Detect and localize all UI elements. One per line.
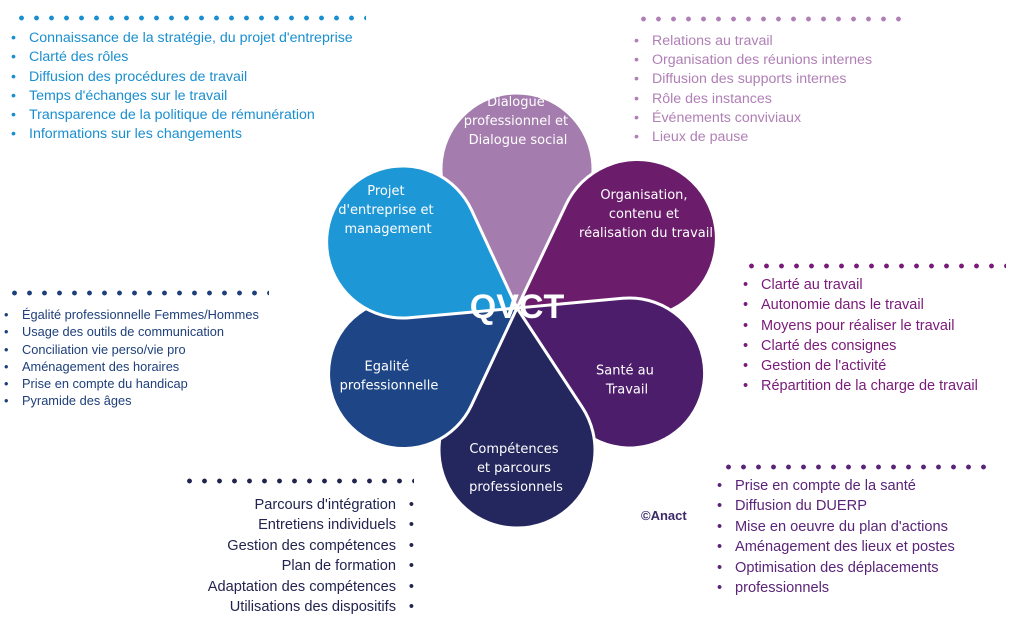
list-item: Entretiens individuels (208, 515, 414, 536)
list-item: Optimisation des déplacements (717, 558, 955, 579)
qvct-center-label: QVCT (470, 288, 565, 326)
list-item: Répartition de la charge de travail (743, 376, 978, 397)
list-item: Prise en compte du handicap (4, 375, 259, 393)
petal-organisation-line-3: réalisation du travail (579, 226, 713, 241)
list-competences: Parcours d'intégration Entretiens indivi… (208, 495, 414, 617)
list-item: Diffusion des supports internes (634, 70, 872, 89)
list-item: Diffusion des procédures de travail (11, 68, 353, 88)
petal-organisation-line-1: Organisation, (600, 188, 687, 203)
petal-organisation-label: Organisation, contenu et réalisation du … (579, 188, 713, 241)
list-item: Temps d'échanges sur le travail (11, 87, 353, 107)
dotted-separator-sante (721, 464, 987, 470)
petal-dialogue-line-3: Dialogue social (469, 133, 568, 148)
list-item: Usage des outils de communication (4, 323, 259, 341)
list-item: Parcours d'intégration (208, 495, 414, 516)
petal-sante-line-1: Santé au (596, 364, 654, 379)
list-item: Clarté des consignes (743, 336, 978, 357)
list-item: Organisation des réunions internes (634, 51, 872, 70)
petal-projet-shape (325, 164, 520, 320)
list-item: Gestion des compétences (208, 536, 414, 557)
list-organisation: Clarté au travail Autonomie dans le trav… (743, 275, 978, 397)
petal-sante[interactable]: Santé au Travail (514, 296, 707, 450)
list-item: Prise en compte de la santé (717, 476, 955, 497)
list-item: Clarté au travail (743, 275, 978, 296)
petal-dialogue-label: Dialogue professionnel et Dialogue socia… (464, 95, 572, 148)
list-item: professionnels (717, 578, 955, 599)
petal-egalite-line-2: professionnelle (340, 379, 439, 394)
list-item: Connaissance de la stratégie, du projet … (11, 29, 353, 49)
petal-projet-line-2: d'entreprise et (338, 203, 433, 218)
petal-dialogue-line-1: Dialogue (487, 95, 545, 110)
petal-competences-label: Compétences et parcours professionnels (469, 442, 563, 495)
petals-group: Dialogue professionnel et Dialogue socia… (325, 91, 718, 530)
petal-competences-shape (437, 305, 597, 530)
list-item: Événements conviviaux (634, 109, 872, 128)
petal-egalite-line-1: Egalité (365, 360, 410, 375)
list-item: Rôle des instances (634, 90, 872, 109)
list-item: Gestion de l'activité (743, 356, 978, 377)
list-item: Pyramide des âges (4, 392, 259, 410)
petal-projet-line-1: Projet (367, 184, 404, 199)
list-item: Égalité professionnelle Femmes/Hommes (4, 306, 259, 324)
list-item: Clarté des rôles (11, 48, 353, 68)
list-item: Moyens pour réaliser le travail (743, 316, 978, 337)
list-item: Adaptation des compétences (208, 577, 414, 598)
list-item: Relations au travail (634, 32, 872, 51)
petal-projet-line-3: management (344, 222, 431, 237)
list-item: Utilisations des dispositifs (208, 597, 415, 617)
petal-competences-line-3: professionnels (469, 480, 563, 495)
list-item: Diffusion du DUERP (717, 496, 955, 517)
list-item: Aménagement des horaires (4, 358, 259, 376)
petal-organisation[interactable]: Organisation, contenu et réalisation du … (514, 157, 718, 319)
dotted-separator-egalite (7, 290, 269, 296)
petal-sante-line-2: Travail (605, 383, 648, 398)
list-item: Conciliation vie perso/vie pro (4, 341, 259, 359)
petal-organisation-line-2: contenu et (609, 207, 679, 222)
petal-organisation-shape (514, 157, 718, 319)
list-item: Plan de formation (208, 556, 415, 577)
list-item: Transparence de la politique de rémunéra… (11, 106, 353, 126)
dotted-separator-relations (636, 16, 904, 22)
petal-dialogue[interactable]: Dialogue professionnel et Dialogue socia… (439, 91, 595, 311)
petal-egalite-label: Egalité professionnelle (340, 360, 439, 394)
list-item: Informations sur les changements (11, 125, 353, 145)
petal-dialogue-shape (439, 91, 595, 311)
dotted-separator-competences (182, 478, 414, 484)
list-sante: Prise en compte de la santé Diffusion du… (717, 476, 955, 599)
list-egalite: Égalité professionnelle Femmes/Hommes Us… (4, 306, 259, 410)
petal-projet-label: Projet d'entreprise et management (338, 184, 438, 237)
list-item: Lieux de pause (634, 128, 872, 147)
petal-competences[interactable]: Compétences et parcours professionnels (437, 305, 597, 530)
list-item: Autonomie dans le travail (743, 295, 978, 316)
petal-projet[interactable]: Projet d'entreprise et management (325, 164, 520, 320)
list-item: Mise en oeuvre du plan d'actions (717, 517, 955, 538)
petal-competences-line-2: et parcours (477, 461, 551, 476)
dotted-separator-strategie (14, 15, 366, 21)
list-relations: Relations au travail Organisation des ré… (634, 32, 872, 147)
list-item: Aménagement des lieux et postes (717, 537, 955, 558)
petal-competences-line-1: Compétences (469, 442, 558, 457)
petal-dialogue-line-2: professionnel et (464, 114, 568, 129)
list-strategie: Connaissance de la stratégie, du projet … (11, 29, 353, 145)
petal-sante-label: Santé au Travail (596, 364, 658, 398)
dotted-separator-organisation (744, 263, 1006, 269)
copyright-label: ©Anact (641, 508, 687, 523)
